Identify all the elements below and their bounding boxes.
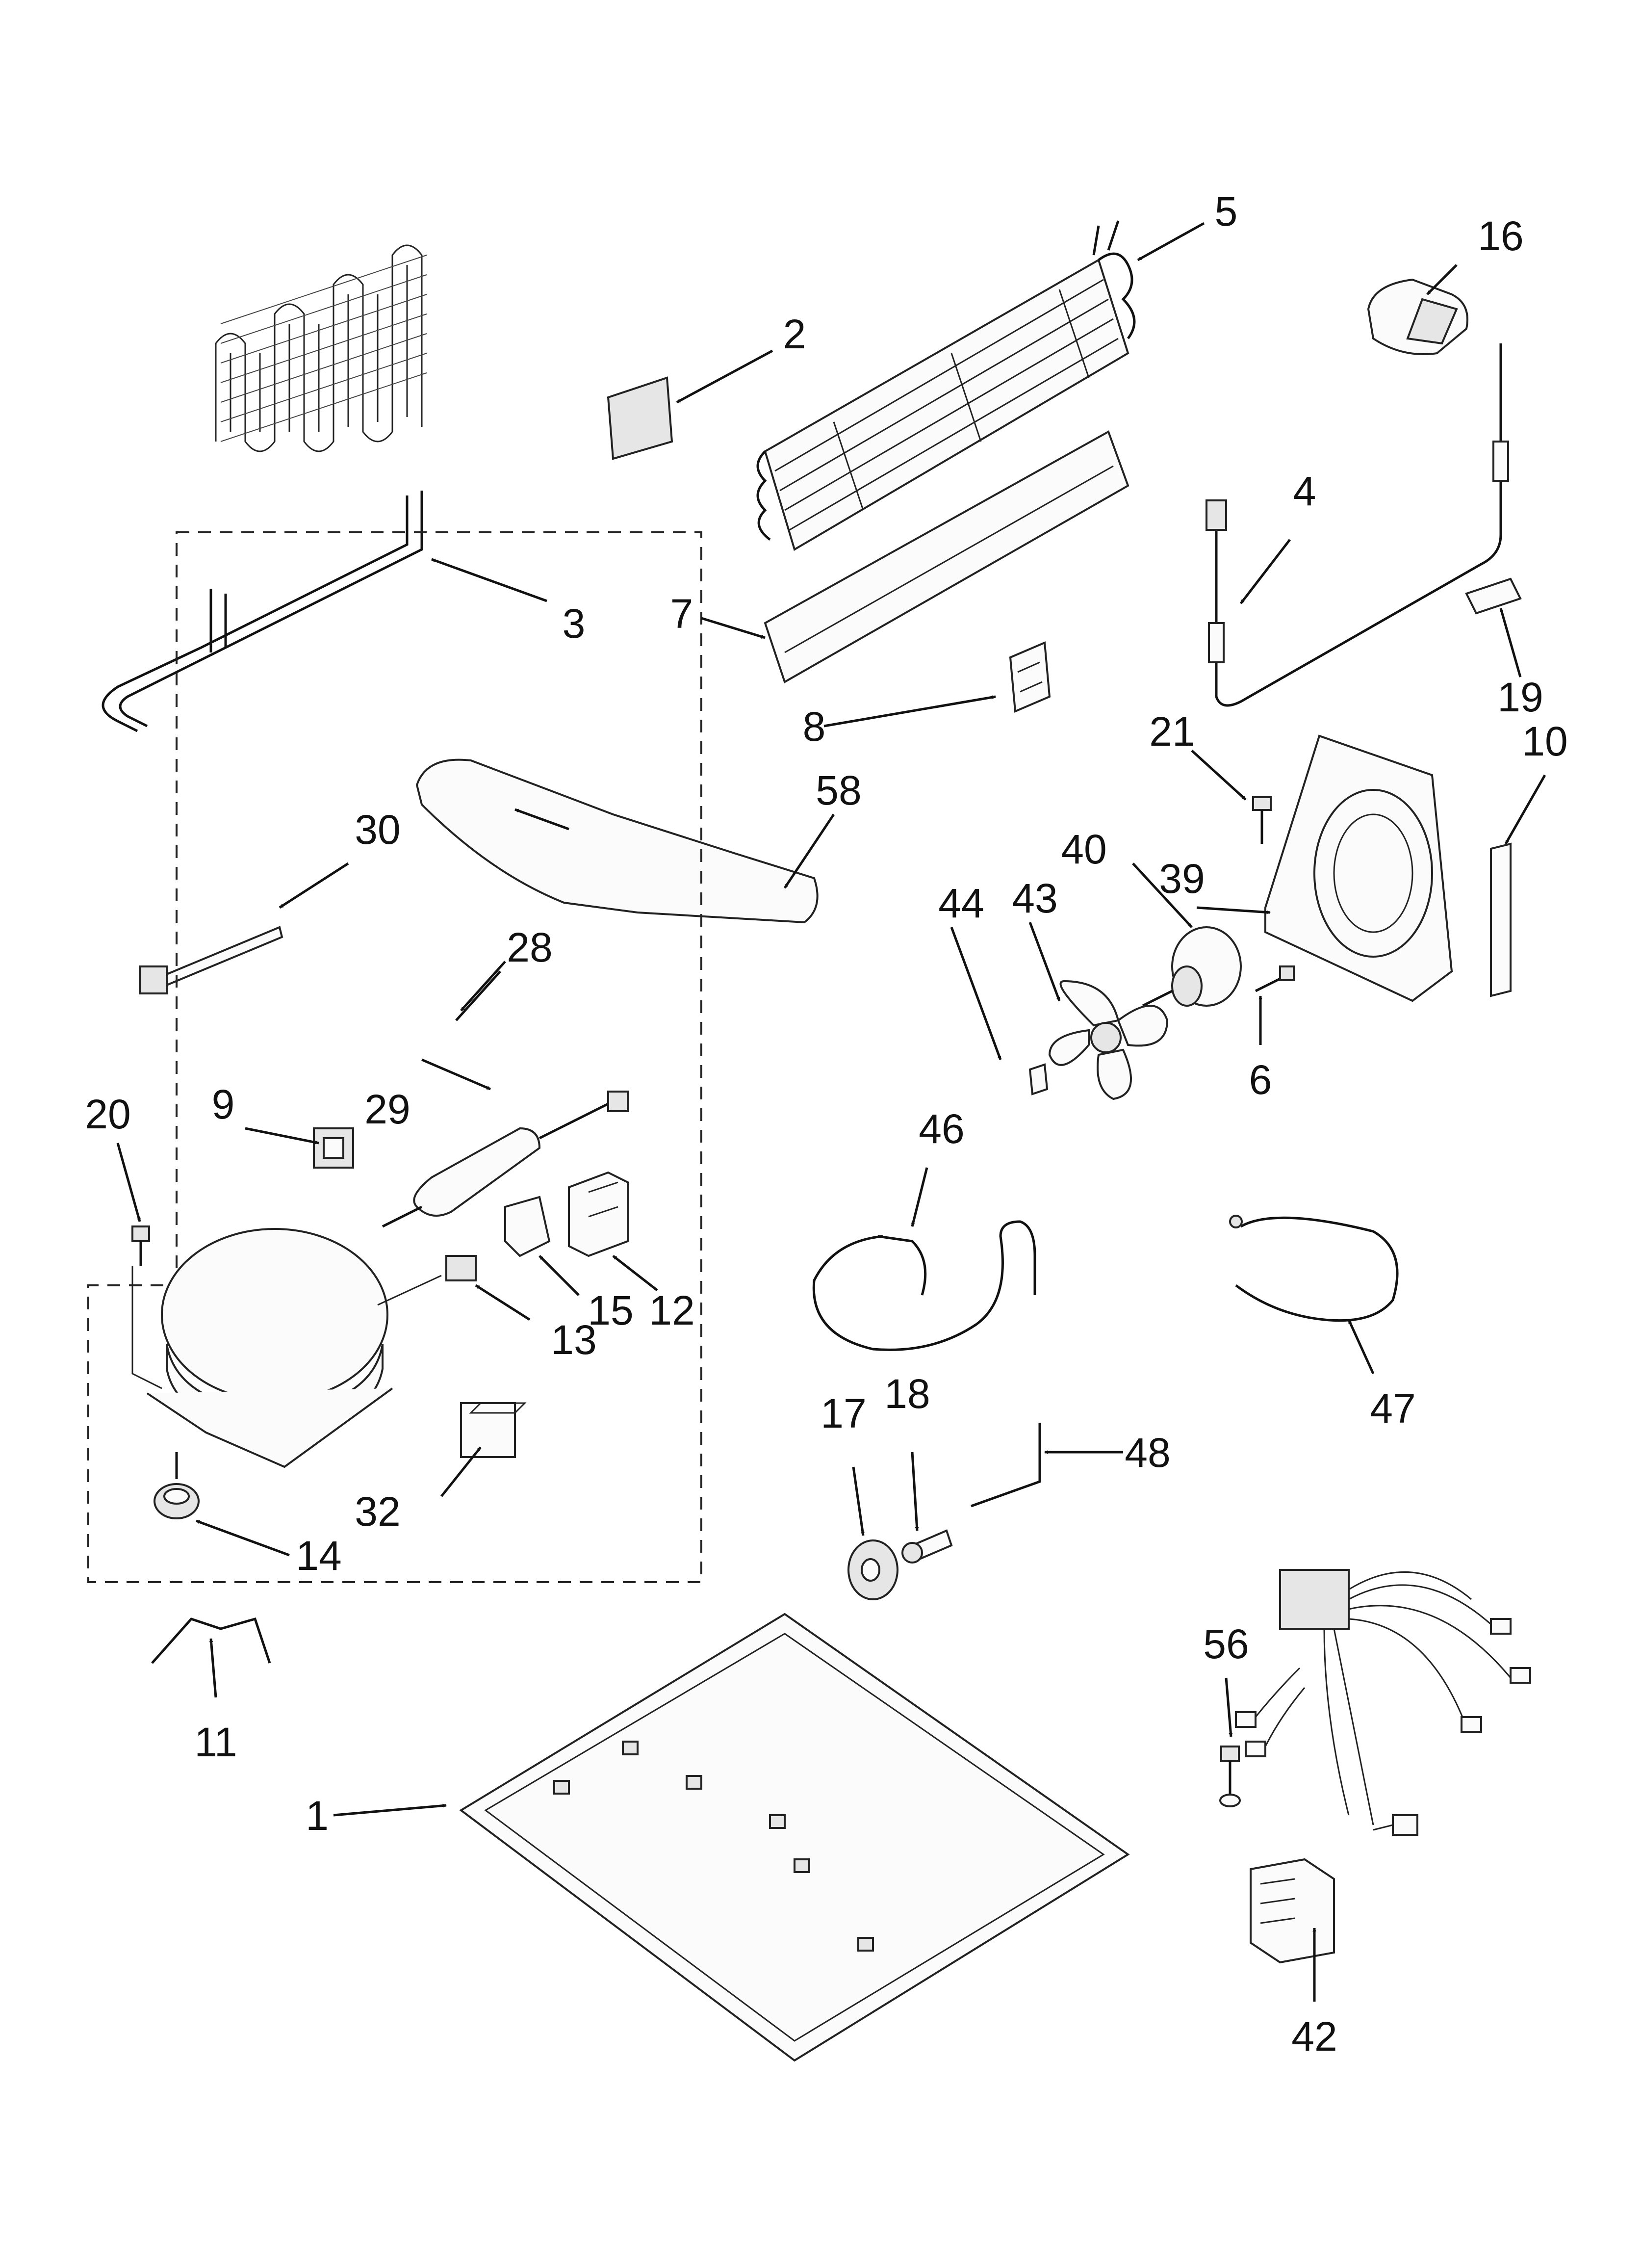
wire-harness <box>1235 1569 1531 1964</box>
tube-part <box>971 1423 1041 1508</box>
callout-46: 46 <box>919 1106 964 1152</box>
overload-part <box>504 1196 551 1257</box>
clip-part <box>1028 1063 1049 1095</box>
fan-shroud <box>1264 734 1453 1002</box>
thermistor-wire <box>1206 343 1509 707</box>
clip-part <box>1009 641 1051 713</box>
callout-leaders <box>116 222 1546 2002</box>
cable-tie <box>139 926 283 994</box>
callout-40: 40 <box>1061 826 1106 872</box>
callout-5: 5 <box>1215 188 1238 235</box>
callout-6: 6 <box>1249 1057 1272 1103</box>
callout-28: 28 <box>507 924 552 970</box>
callout-9: 9 <box>212 1081 235 1127</box>
cover-part <box>568 1171 629 1257</box>
callout-20: 20 <box>85 1091 130 1137</box>
callout-44: 44 <box>938 880 984 926</box>
axle-part <box>901 1529 953 1564</box>
callout-39: 39 <box>1159 856 1205 902</box>
callout-4: 4 <box>1293 468 1316 514</box>
callout-56: 56 <box>1203 1621 1249 1667</box>
screw-part <box>1252 796 1272 844</box>
callout-48: 48 <box>1125 1430 1170 1476</box>
callout-8: 8 <box>803 704 826 750</box>
callout-18: 18 <box>884 1371 930 1417</box>
strip-part <box>1490 842 1512 997</box>
roller-part <box>847 1539 898 1600</box>
callout-43: 43 <box>1012 875 1057 921</box>
cap-part <box>1367 278 1468 355</box>
callout-19: 19 <box>1497 674 1543 720</box>
callout-2: 2 <box>783 311 806 357</box>
callout-47: 47 <box>1370 1385 1415 1432</box>
callout-13: 13 <box>551 1317 596 1363</box>
drier-part <box>382 1091 629 1228</box>
callout-labels: 1 2 3 4 5 6 7 8 9 10 11 12 13 14 15 16 1… <box>85 188 1567 2059</box>
callout-10: 10 <box>1522 718 1567 764</box>
relay-part <box>313 1127 354 1169</box>
callout-30: 30 <box>355 807 400 853</box>
fan-motor <box>1142 926 1242 1007</box>
fan-blade <box>1048 980 1169 1100</box>
callout-29: 29 <box>364 1086 410 1132</box>
callout-17: 17 <box>821 1390 866 1436</box>
callout-32: 32 <box>355 1488 400 1535</box>
capacitor-part <box>460 1402 527 1458</box>
wire-part <box>1229 1215 1399 1322</box>
kit-boundary <box>87 531 702 1583</box>
screw-part <box>131 1225 150 1266</box>
drain-trough <box>764 430 1129 683</box>
start-device <box>445 1255 477 1281</box>
defrost-pan <box>415 758 819 924</box>
evaporator <box>756 220 1136 551</box>
screw-part <box>1219 1746 1241 1807</box>
base-frame <box>459 1613 1130 2062</box>
callout-14: 14 <box>296 1533 341 1579</box>
clip-part <box>1465 577 1522 615</box>
compressor <box>131 1228 442 1468</box>
callout-58: 58 <box>816 767 861 813</box>
callout-42: 42 <box>1291 2013 1337 2059</box>
screw-part <box>1255 965 1295 992</box>
tube-part <box>812 1220 1036 1351</box>
grommet-part <box>154 1452 200 1519</box>
condenser-coil <box>102 244 427 732</box>
callout-15: 15 <box>588 1287 633 1333</box>
callout-12: 12 <box>649 1287 694 1333</box>
callout-21: 21 <box>1149 708 1195 755</box>
wire-clip <box>151 1617 271 1664</box>
callout-7: 7 <box>670 591 693 637</box>
callout-3: 3 <box>563 600 586 647</box>
callout-1: 1 <box>306 1793 329 1839</box>
pad-part <box>607 376 673 460</box>
callout-11: 11 <box>194 1719 237 1765</box>
callout-16: 16 <box>1478 213 1523 259</box>
